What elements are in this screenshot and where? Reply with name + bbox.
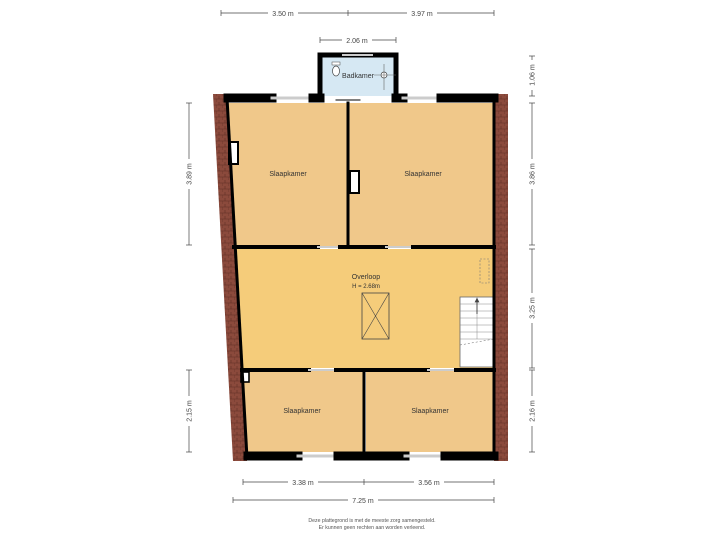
room-fill-bedroom-top-right — [349, 103, 494, 247]
footer-disclaimer-line2: Er kunnen geen rechten aan worden verlee… — [319, 525, 426, 531]
roof-left — [213, 94, 247, 461]
dim-right-lower: 2.16 m — [530, 400, 537, 422]
room-label-bedroom-top-left: Slaapkamer — [269, 171, 307, 178]
dim-right-middle: 3.25 m — [530, 297, 537, 319]
dim-top-left: 3.50 m — [272, 11, 294, 18]
dim-bottom-right: 3.56 m — [418, 480, 440, 487]
staircase — [459, 296, 495, 368]
chimney-right — [349, 170, 360, 194]
room-label-bedroom-bottom-left: Slaapkamer — [283, 408, 321, 415]
dim-left-upper: 3.89 m — [187, 163, 194, 185]
room-label-bedroom-top-right: Slaapkamer — [404, 171, 442, 178]
dim-bath-width: 2.06 m — [346, 38, 368, 45]
walls — [223, 52, 499, 461]
dim-left-lower: 2.15 m — [187, 400, 194, 422]
room-fill-bedroom-bottom-right — [366, 371, 494, 452]
skylight — [361, 292, 390, 340]
room-label-bathroom: Badkamer — [342, 73, 375, 80]
room-fill-bedroom-top-left — [228, 103, 347, 247]
dim-top-right: 3.97 m — [411, 11, 433, 18]
dim-total-width: 7.25 m — [352, 498, 374, 505]
dimension-label-backgrounds — [184, 8, 537, 505]
dim-right-upper: 3.86 m — [530, 163, 537, 185]
bathroom-fixtures — [331, 61, 396, 90]
dim-bath-height: 1.06 m — [530, 64, 537, 86]
roof-right — [494, 94, 508, 461]
dim-bottom-left: 3.38 m — [292, 480, 314, 487]
room-fill-bedroom-bottom-left — [243, 371, 364, 452]
room-label-landing: Overloop — [352, 274, 381, 281]
room-label-landing-height: H = 2.68m — [352, 284, 380, 290]
room-label-bedroom-bottom-right: Slaapkamer — [411, 408, 449, 415]
footer-disclaimer-line1: Deze plattegrond is met de meeste zorg s… — [308, 518, 435, 524]
hatch-dashed — [479, 258, 490, 284]
room-fill-landing — [236, 249, 494, 368]
